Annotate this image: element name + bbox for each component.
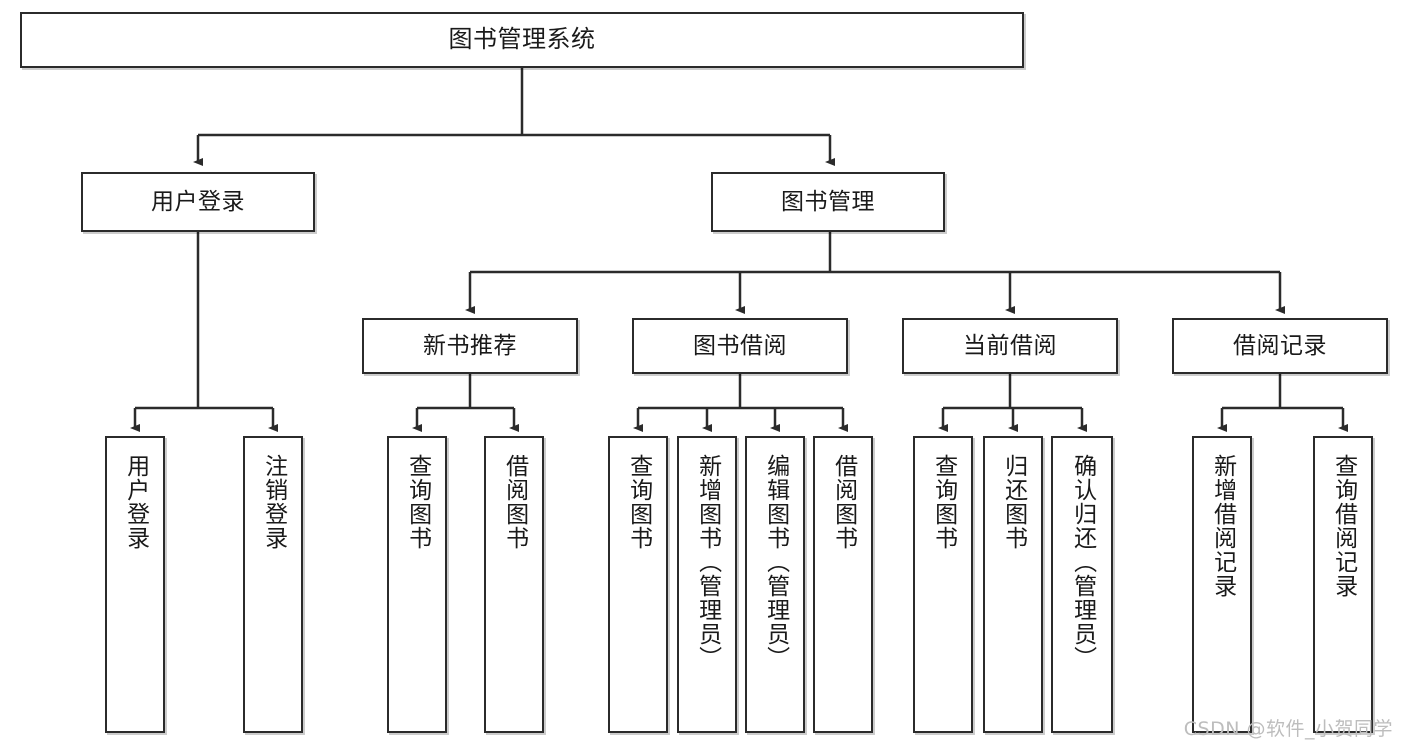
node-leaf-query-book-borrow[interactable]: 查询图书 [608,436,668,733]
node-user-login[interactable]: 用户登录 [81,172,315,232]
node-root[interactable]: 图书管理系统 [20,12,1024,68]
node-leaf-query-record-label: 查询借阅记录 [1330,454,1357,598]
node-leaf-query-record[interactable]: 查询借阅记录 [1313,436,1373,733]
node-leaf-borrow-book-rec[interactable]: 借阅图书 [484,436,544,733]
node-leaf-logout-label: 注销登录 [260,454,287,550]
node-leaf-edit-book-label: 编辑图书（管理员） [762,454,789,670]
node-leaf-add-book-label: 新增图书（管理员） [694,454,721,670]
node-leaf-query-book-cur-label: 查询图书 [930,454,957,550]
node-leaf-edit-book[interactable]: 编辑图书（管理员） [745,436,805,733]
node-leaf-return-book-label: 归还图书 [1000,454,1027,550]
node-leaf-confirm-return[interactable]: 确认归还（管理员） [1051,436,1113,733]
node-leaf-query-book-borrow-label: 查询图书 [625,454,652,550]
node-borrow-record[interactable]: 借阅记录 [1172,318,1388,374]
node-leaf-add-record-label: 新增借阅记录 [1209,454,1236,598]
node-book-manage-label: 图书管理 [781,188,875,215]
node-user-login-label: 用户登录 [151,188,245,215]
node-leaf-query-book-rec[interactable]: 查询图书 [387,436,447,733]
node-leaf-logout[interactable]: 注销登录 [243,436,303,733]
node-leaf-add-record[interactable]: 新增借阅记录 [1192,436,1252,733]
node-leaf-query-book-rec-label: 查询图书 [404,454,431,550]
node-new-book-recommend[interactable]: 新书推荐 [362,318,578,374]
node-leaf-query-book-cur[interactable]: 查询图书 [913,436,973,733]
node-leaf-user-login[interactable]: 用户登录 [105,436,165,733]
node-root-label: 图书管理系统 [448,25,596,54]
node-book-borrow-label: 图书借阅 [693,332,787,359]
watermark: CSDN @软件_小贺同学 [1183,718,1393,740]
node-leaf-add-book[interactable]: 新增图书（管理员） [677,436,737,733]
node-book-borrow[interactable]: 图书借阅 [632,318,848,374]
node-leaf-user-login-label: 用户登录 [122,454,149,550]
node-book-manage[interactable]: 图书管理 [711,172,945,232]
node-leaf-borrow-book[interactable]: 借阅图书 [813,436,873,733]
node-leaf-borrow-book-label: 借阅图书 [830,454,857,550]
node-current-borrow[interactable]: 当前借阅 [902,318,1118,374]
node-new-book-recommend-label: 新书推荐 [423,332,517,359]
node-current-borrow-label: 当前借阅 [963,332,1057,359]
node-leaf-confirm-return-label: 确认归还（管理员） [1069,454,1096,670]
node-leaf-borrow-book-rec-label: 借阅图书 [501,454,528,550]
node-leaf-return-book[interactable]: 归还图书 [983,436,1043,733]
node-borrow-record-label: 借阅记录 [1233,332,1327,359]
